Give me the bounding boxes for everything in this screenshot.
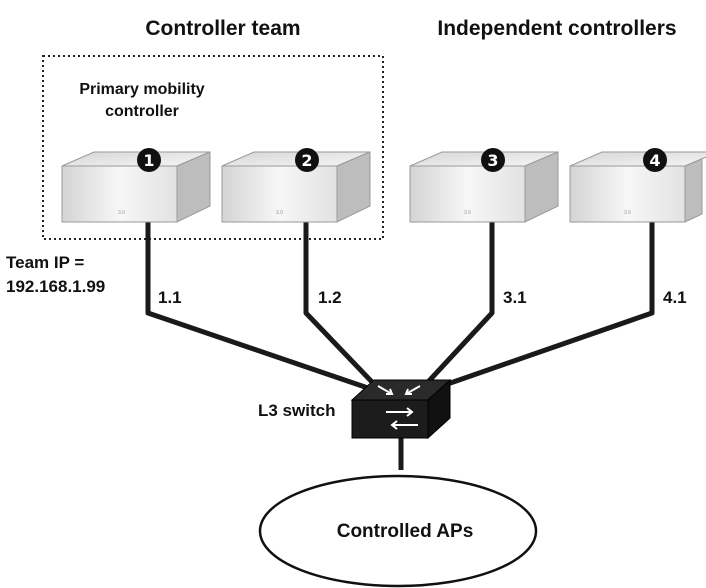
team-ip-label-line2: 192.168.1.99 bbox=[6, 277, 105, 296]
controller-3-number-badge bbox=[481, 148, 505, 172]
controller-4-mark: 3.0 bbox=[624, 210, 631, 216]
switch-arrows-icon bbox=[377, 385, 421, 430]
port-label-1: 1.1 bbox=[158, 288, 182, 307]
network-links bbox=[145, 222, 655, 470]
controller-1-number: 1 bbox=[143, 151, 154, 170]
controller-team-heading: Controller team bbox=[145, 17, 300, 40]
controller-3-number: 3 bbox=[487, 151, 498, 170]
controller-3-mark: 3.0 bbox=[464, 210, 471, 216]
primary-mobility-label-line1: Primary mobility bbox=[79, 81, 204, 98]
controller-3[interactable]: 3.0 3 bbox=[409, 148, 559, 223]
controller-4-number-badge bbox=[643, 148, 667, 172]
controlled-aps-label: Controlled APs bbox=[337, 521, 474, 542]
port-label-4: 4.1 bbox=[663, 288, 687, 307]
controlled-aps-cloud[interactable] bbox=[258, 474, 538, 588]
controller-2[interactable]: 3.0 2 bbox=[221, 148, 371, 223]
controller-team-box bbox=[42, 55, 384, 240]
port-label-2: 1.2 bbox=[318, 288, 342, 307]
link-2 bbox=[303, 222, 374, 384]
link-1 bbox=[145, 222, 369, 391]
link-4 bbox=[435, 222, 655, 391]
independent-controllers-heading: Independent controllers bbox=[437, 17, 676, 40]
controller-1[interactable]: 3.0 1 bbox=[61, 148, 211, 223]
l3-switch[interactable] bbox=[350, 378, 452, 440]
link-3 bbox=[426, 222, 495, 384]
controller-1-number-badge bbox=[137, 148, 161, 172]
controller-2-number-badge bbox=[295, 148, 319, 172]
controller-4-number: 4 bbox=[649, 151, 660, 170]
controller-2-number: 2 bbox=[301, 151, 312, 170]
controller-2-mark: 3.0 bbox=[276, 210, 283, 216]
controller-1-mark: 3.0 bbox=[118, 210, 125, 216]
primary-mobility-label-line2: controller bbox=[105, 103, 179, 120]
team-ip-label-line1: Team IP = bbox=[6, 253, 84, 272]
controller-4[interactable]: 3.0 4 bbox=[569, 148, 706, 223]
l3-switch-label: L3 switch bbox=[258, 401, 335, 420]
port-label-3: 3.1 bbox=[503, 288, 527, 307]
